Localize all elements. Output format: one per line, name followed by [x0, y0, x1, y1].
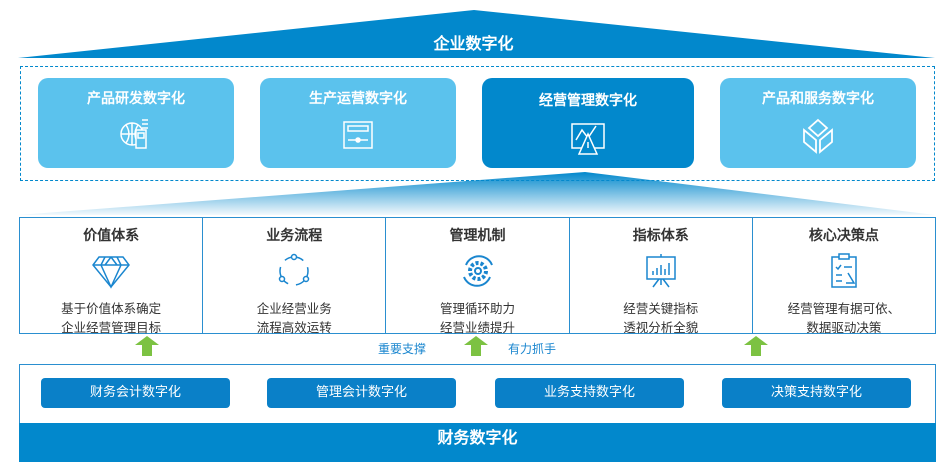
up-arrow-icon: [744, 336, 768, 356]
control-panel-icon: [343, 121, 373, 149]
pillar-desc-line2: 流程高效运转: [256, 320, 332, 335]
card-products-services[interactable]: 产品和服务数字化: [720, 78, 916, 168]
pillar-title: 业务流程: [266, 228, 323, 244]
up-arrow-icon: [135, 336, 159, 356]
clipboard-icon: [831, 253, 857, 288]
pillar-desc-line2: 经营业绩提升: [440, 320, 516, 335]
pillar-desc-line2: 数据驱动决策: [806, 320, 882, 335]
card-product-rd[interactable]: 产品研发数字化: [38, 78, 234, 168]
pillar-indicator-system: 指标体系 经营关键指标 透视分析全貌: [570, 218, 753, 335]
pillar-management-mechanism: 管理机制 管理循环助力 经营业绩提升: [386, 218, 570, 335]
pillar-desc-line1: 经营管理有据可依、: [787, 301, 901, 316]
finance-foundation: [19, 364, 936, 453]
card-business-management[interactable]: 经营管理数字化: [482, 78, 694, 168]
support-label-leverage: 有力抓手: [508, 342, 557, 356]
support-label-important: 重要支撑: [378, 342, 427, 356]
finance-digitalization-title: 财务数字化: [19, 423, 936, 462]
pillar-title: 管理机制: [449, 228, 506, 244]
digitalization-group: [20, 66, 935, 181]
card-label: 产品和服务数字化: [762, 91, 874, 107]
card-production-ops[interactable]: 生产运营数字化: [260, 78, 456, 168]
cube-icon: [803, 118, 833, 154]
cycle-icon: [279, 253, 310, 286]
management-accounting-button[interactable]: 管理会计数字化: [267, 378, 456, 408]
diamond-icon: [92, 256, 131, 289]
pillar-value-system: 价值体系 基于价值体系确定 企业经营管理目标: [20, 218, 204, 335]
gear-cycle-icon: [462, 255, 493, 287]
chart-warning-icon: [571, 123, 605, 155]
pillar-title: 指标体系: [632, 228, 689, 244]
pillar-title: 价值体系: [83, 228, 140, 244]
business-support-button[interactable]: 业务支持数字化: [495, 378, 684, 408]
decision-support-button[interactable]: 决策支持数字化: [722, 378, 911, 408]
card-label: 经营管理数字化: [539, 93, 637, 109]
pillar-title: 核心决策点: [808, 228, 879, 244]
pillar-core-decisions: 核心决策点 经营管理有据可依、 数据驱动决策: [753, 218, 935, 335]
pillar-desc-line2: 透视分析全貌: [623, 320, 699, 335]
pillar-desc-line1: 管理循环助力: [440, 301, 516, 316]
gradient-triangle: [18, 172, 935, 215]
up-arrow-icon: [464, 336, 488, 356]
card-label: 产品研发数字化: [87, 91, 185, 107]
pillar-business-process: 业务流程 企业经营业务 流程高效运转: [203, 218, 387, 335]
financial-accounting-button[interactable]: 财务会计数字化: [41, 378, 230, 408]
pillar-desc-line1: 企业经营业务: [256, 301, 332, 316]
card-label: 生产运营数字化: [309, 91, 407, 107]
pillar-desc-line1: 基于价值体系确定: [61, 301, 162, 316]
enterprise-digitalization-title: 企业数字化: [433, 34, 514, 53]
pillar-desc-line2: 企业经营管理目标: [61, 320, 162, 335]
globe-device-icon: [120, 119, 148, 149]
pillars-table: 价值体系 基于价值体系确定 企业经营管理目标 业务流程 企业经营业务 流程高效运…: [19, 217, 936, 335]
roof-triangle: [18, 10, 935, 58]
presentation-chart-icon: [645, 254, 676, 288]
roof-shapes: [18, 10, 935, 215]
pillar-desc-line1: 经营关键指标: [623, 301, 699, 316]
